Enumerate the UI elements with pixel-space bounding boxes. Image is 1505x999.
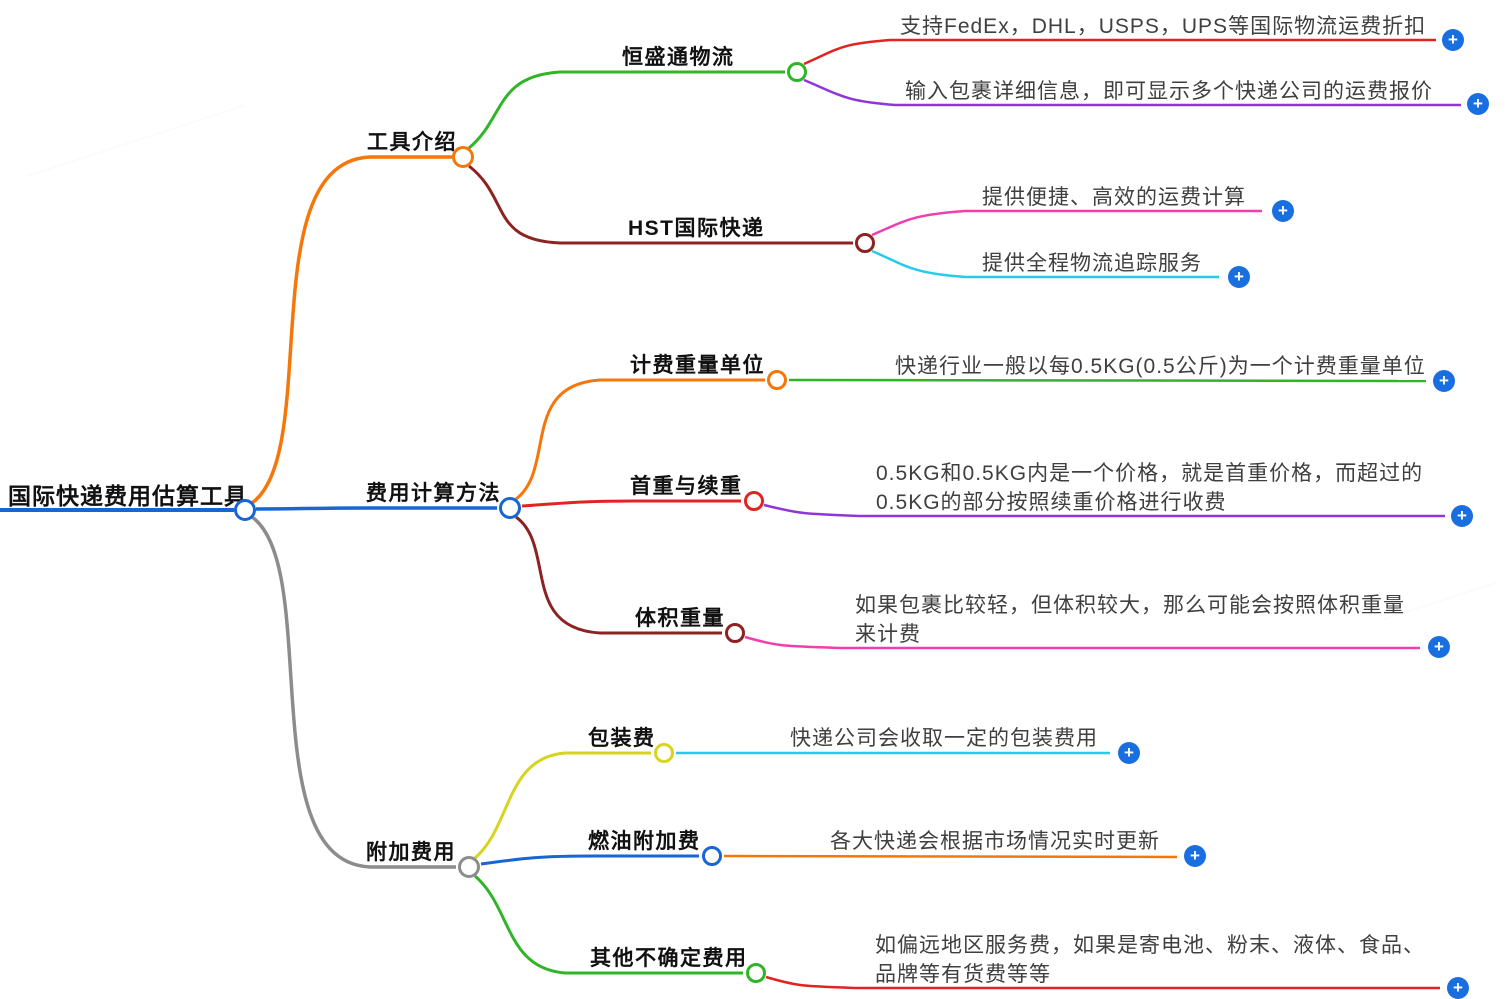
connector-tool-intro <box>250 155 452 505</box>
node-toggle-root[interactable] <box>234 499 256 521</box>
leaf-line: 0.5KG的部分按照续重价格进行收费 <box>876 491 1227 514</box>
leaf-line: 来计费 <box>855 623 921 646</box>
leaf-text-fedex-discount[interactable]: 支持FedEx，DHL，USPS，UPS等国际物流运费折扣 <box>900 15 1427 38</box>
node-label-first-weight[interactable]: 首重与续重 <box>630 475 743 498</box>
node-label-hst-express[interactable]: HST国际快递 <box>628 217 765 240</box>
leaf-text-first-weight-desc[interactable]: 0.5KG和0.5KG内是一个价格，就是首重价格，而超过的 0.5KG的部分按照… <box>876 459 1423 517</box>
connector-fast-calc <box>871 209 1262 237</box>
node-toggle-first-weight[interactable] <box>744 491 764 511</box>
add-child-button[interactable]: + <box>1442 29 1464 51</box>
leaf-text-package-quote[interactable]: 输入包裹详细信息，即可显示多个快递公司的运费报价 <box>905 80 1433 103</box>
connector-other-fees <box>474 874 743 975</box>
connector-packing-fee <box>474 751 651 860</box>
node-toggle-fee-calc[interactable] <box>499 497 521 519</box>
node-toggle-billing-unit[interactable] <box>767 370 787 390</box>
leaf-text-packing-desc[interactable]: 快递公司会收取一定的包装费用 <box>790 727 1098 750</box>
connector-fuel-desc <box>723 854 1178 859</box>
node-label-surcharge[interactable]: 附加费用 <box>366 841 456 864</box>
node-label-packing-fee[interactable]: 包装费 <box>588 727 656 750</box>
connector-billing-unit <box>515 378 765 501</box>
leaf-line: 如偏远地区服务费，如果是寄电池、粉末、液体、食品、 <box>875 934 1425 957</box>
connector-hengshengtong <box>468 70 785 150</box>
leaf-text-volume-desc[interactable]: 如果包裹比较轻，但体积较大，那么可能会按照体积重量 来计费 <box>855 591 1405 649</box>
root-node-label[interactable]: 国际快递费用估算工具 <box>8 483 248 509</box>
node-toggle-packing-fee[interactable] <box>654 743 674 763</box>
node-label-hengshengtong[interactable]: 恒盛通物流 <box>622 46 735 69</box>
add-child-button[interactable]: + <box>1228 266 1250 288</box>
add-child-button[interactable]: + <box>1118 742 1140 764</box>
connector-fee-calc <box>255 506 497 511</box>
leaf-text-tracking[interactable]: 提供全程物流追踪服务 <box>982 252 1202 275</box>
leaf-text-unit-desc[interactable]: 快递行业一般以每0.5KG(0.5公斤)为一个计费重量单位 <box>895 355 1426 378</box>
add-child-button[interactable]: + <box>1184 845 1206 867</box>
connector-unit-desc <box>788 378 1427 383</box>
leaf-text-other-desc[interactable]: 如偏远地区服务费，如果是寄电池、粉末、液体、食品、 品牌等有货费等等 <box>875 931 1425 989</box>
node-toggle-surcharge[interactable] <box>458 856 480 878</box>
leaf-text-fuel-desc[interactable]: 各大快递会根据市场情况实时更新 <box>830 830 1160 853</box>
add-child-button[interactable]: + <box>1433 370 1455 392</box>
node-toggle-tool-intro[interactable] <box>452 146 474 168</box>
add-child-button[interactable]: + <box>1447 977 1469 999</box>
node-toggle-other-fees[interactable] <box>746 963 766 983</box>
add-child-button[interactable]: + <box>1272 200 1294 222</box>
node-label-other-fees[interactable]: 其他不确定费用 <box>590 947 748 970</box>
node-toggle-hengshengtong[interactable] <box>787 62 807 82</box>
node-label-fee-calc-method[interactable]: 费用计算方法 <box>366 482 501 505</box>
connector-package-quote <box>803 78 1461 107</box>
node-label-fuel-surcharge[interactable]: 燃油附加费 <box>588 830 701 853</box>
add-child-button[interactable]: + <box>1467 93 1489 115</box>
node-toggle-fuel-surcharge[interactable] <box>702 846 722 866</box>
node-label-billing-weight-unit[interactable]: 计费重量单位 <box>630 354 765 377</box>
node-toggle-volume-weight[interactable] <box>725 623 745 643</box>
connector-volume-weight <box>515 515 722 635</box>
connector-surcharge <box>250 515 456 869</box>
add-child-button[interactable]: + <box>1428 636 1450 658</box>
add-child-button[interactable]: + <box>1451 505 1473 527</box>
leaf-text-fast-calc[interactable]: 提供便捷、高效的运费计算 <box>982 186 1246 209</box>
connector-first-weight <box>521 499 741 508</box>
connector-other-desc <box>765 975 1440 990</box>
connector-fuel-surcharge <box>480 854 699 866</box>
node-label-volume-weight[interactable]: 体积重量 <box>635 607 725 630</box>
connector-fedex-discount <box>803 38 1436 66</box>
node-toggle-hst[interactable] <box>855 233 875 253</box>
connector-volume-desc <box>744 635 1420 650</box>
leaf-line: 品牌等有货费等等 <box>875 963 1051 986</box>
leaf-line: 0.5KG和0.5KG内是一个价格，就是首重价格，而超过的 <box>876 462 1424 485</box>
node-label-tool-intro[interactable]: 工具介绍 <box>367 131 457 154</box>
connector-first-weight-desc <box>763 503 1445 518</box>
leaf-line: 如果包裹比较轻，但体积较大，那么可能会按照体积重量 <box>855 594 1405 617</box>
connector-tracking <box>871 249 1219 279</box>
connector-hst <box>468 164 853 245</box>
